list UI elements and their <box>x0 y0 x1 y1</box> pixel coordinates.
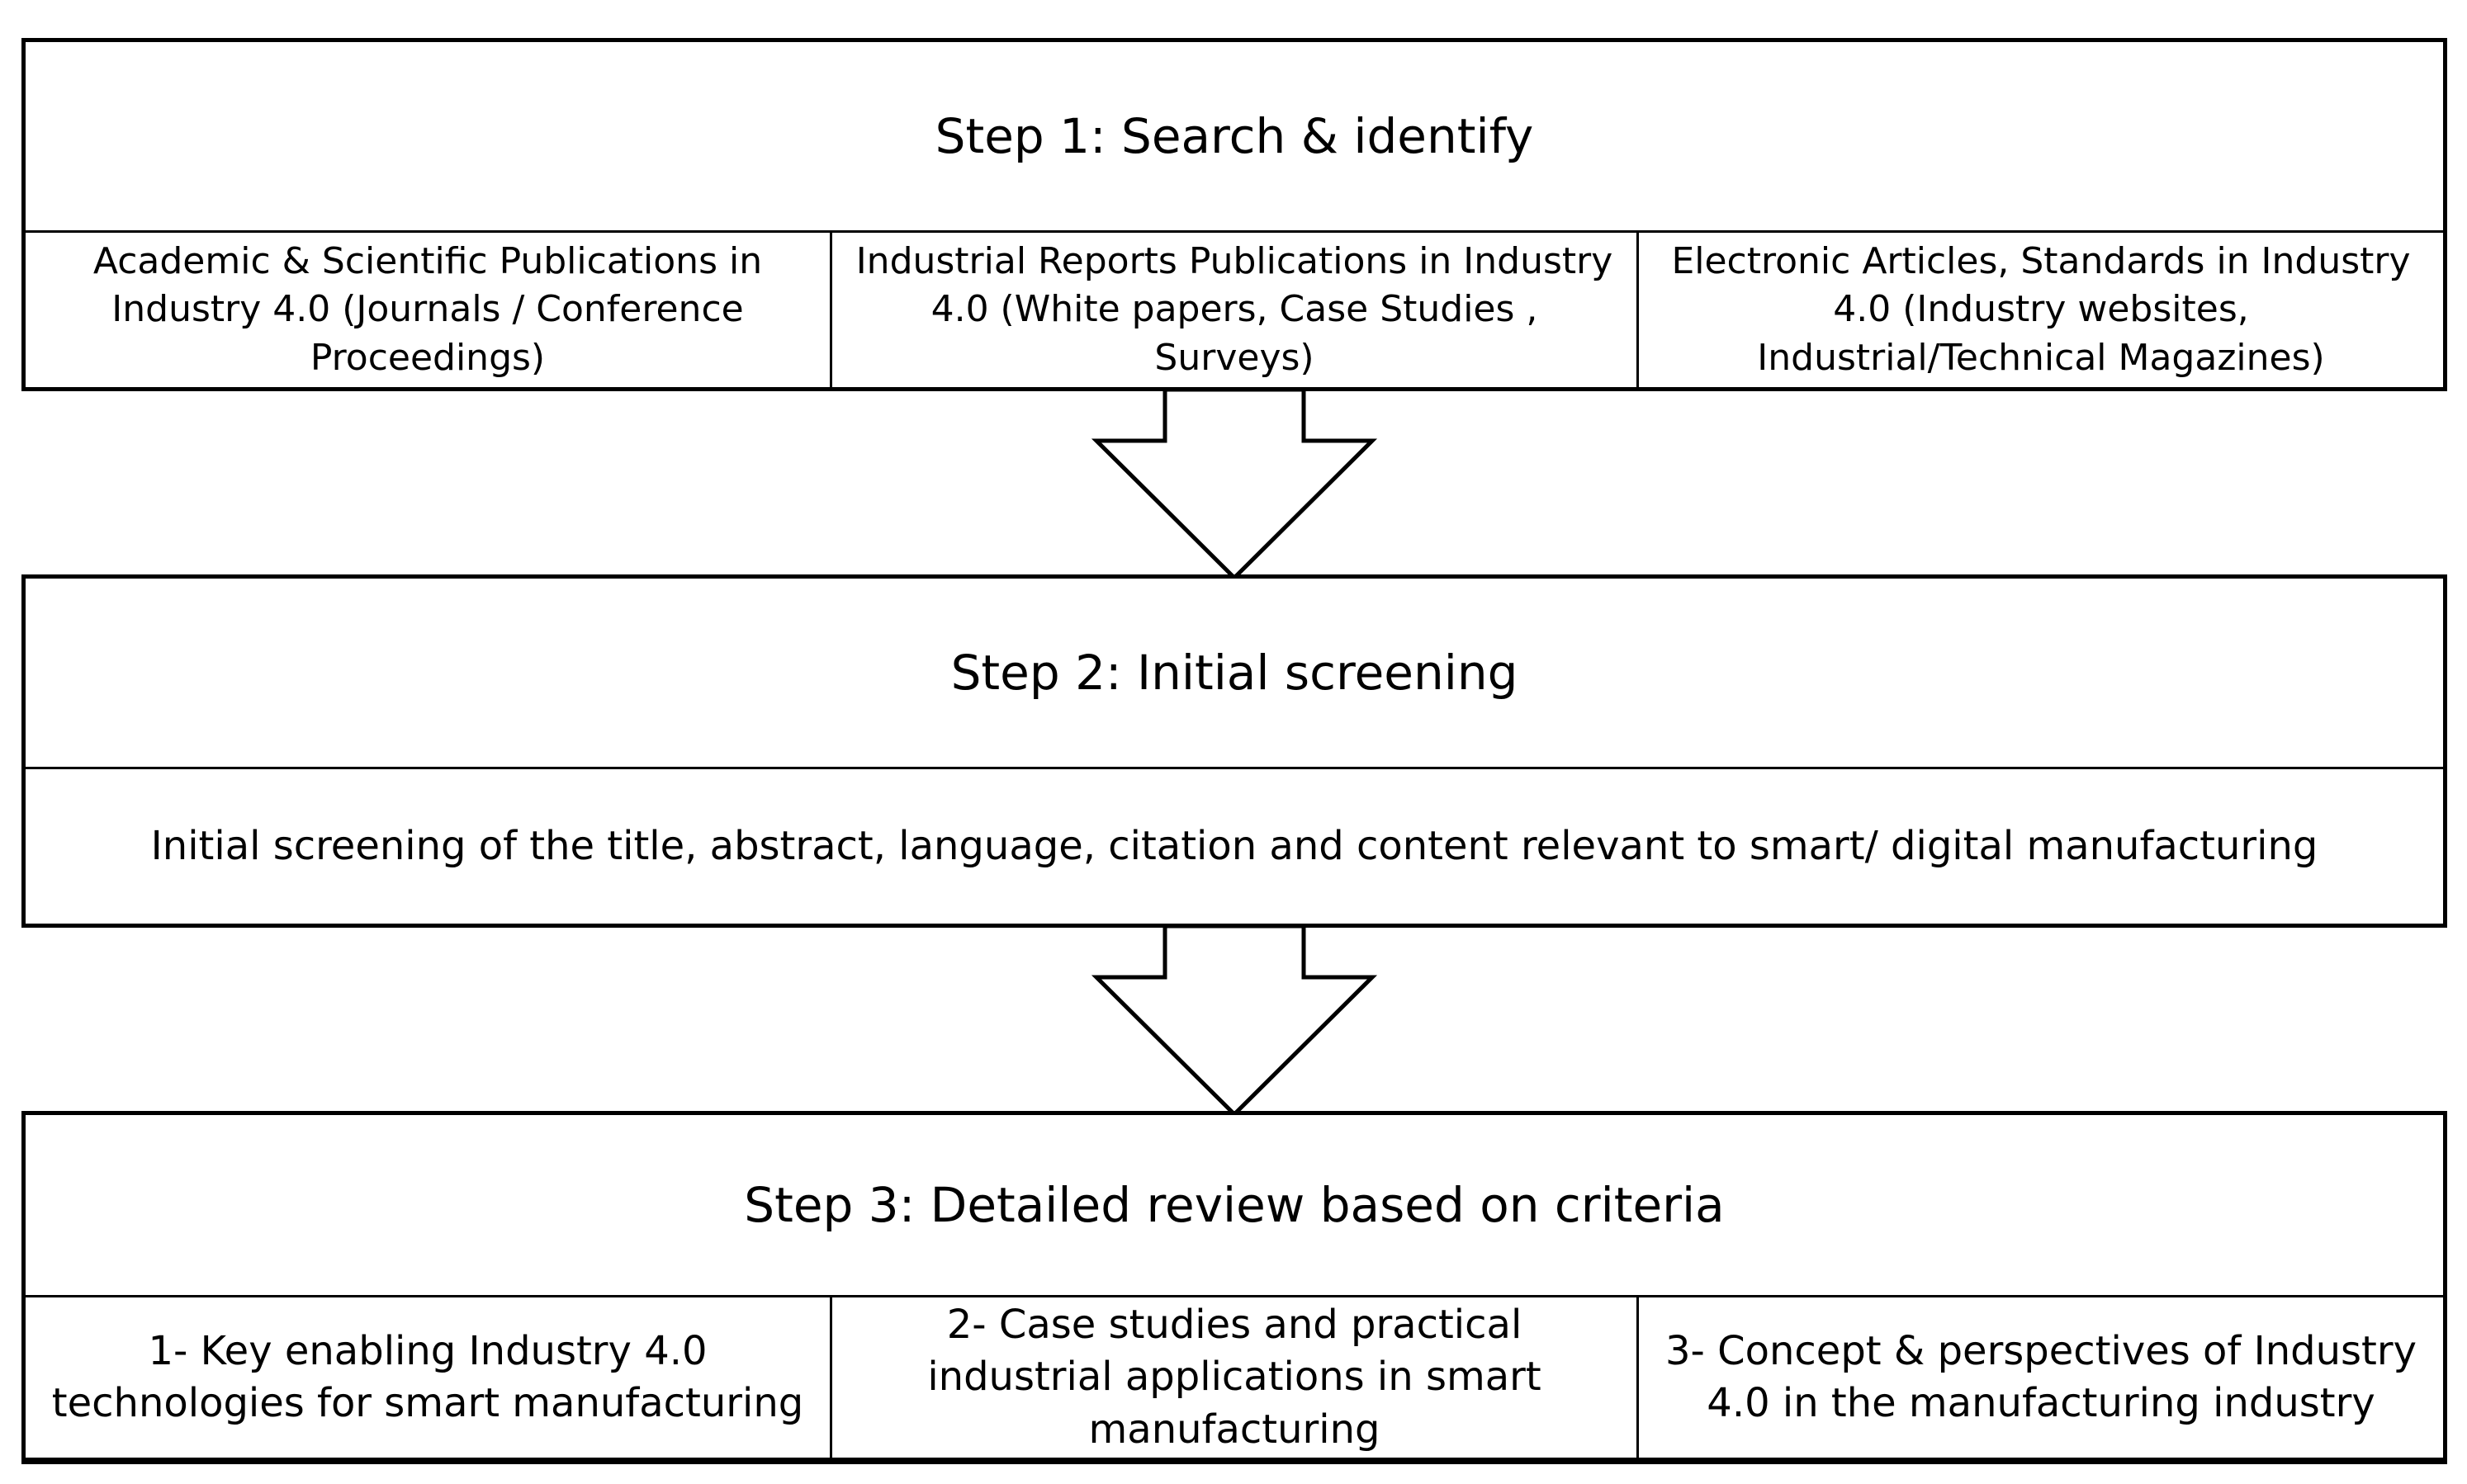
step-3-criteria-row: 1- Key enabling Industry 4.0 technologie… <box>26 1295 2443 1458</box>
step-3-criterion-2: 2- Case studies and practical industrial… <box>830 1297 1636 1458</box>
step-1-box: Step 1: Search & identify Academic & Sci… <box>21 38 2447 391</box>
down-arrow-icon <box>1091 390 1378 581</box>
step-3-box: Step 3: Detailed review based on criteri… <box>21 1111 2447 1464</box>
step-1-source-industrial-reports: Industrial Reports Publications in Indus… <box>830 233 1636 387</box>
step-1-source-electronic-articles: Electronic Articles, Standards in Indust… <box>1636 233 2443 387</box>
step-2-screening-text: Initial screening of the title, abstract… <box>150 822 2318 869</box>
step-1-title: Step 1: Search & identify <box>935 108 1534 164</box>
step-3-title: Step 3: Detailed review based on criteri… <box>744 1177 1725 1233</box>
step-3-criterion-1: 1- Key enabling Industry 4.0 technologie… <box>51 1327 804 1426</box>
step-3-criterion-3: 3- Concept & perspectives of Industry 4.… <box>1636 1297 2443 1458</box>
step-2-title: Step 2: Initial screening <box>950 645 1518 701</box>
step-2-box: Step 2: Initial screening Initial screen… <box>21 574 2447 928</box>
step-2-criteria-row: Initial screening of the title, abstract… <box>26 767 2443 924</box>
step-1-source-academic: Academic & Scientific Publications in In… <box>92 240 763 379</box>
step-1-sources-row: Academic & Scientific Publications in In… <box>26 230 2443 387</box>
down-arrow-icon <box>1091 926 1378 1118</box>
